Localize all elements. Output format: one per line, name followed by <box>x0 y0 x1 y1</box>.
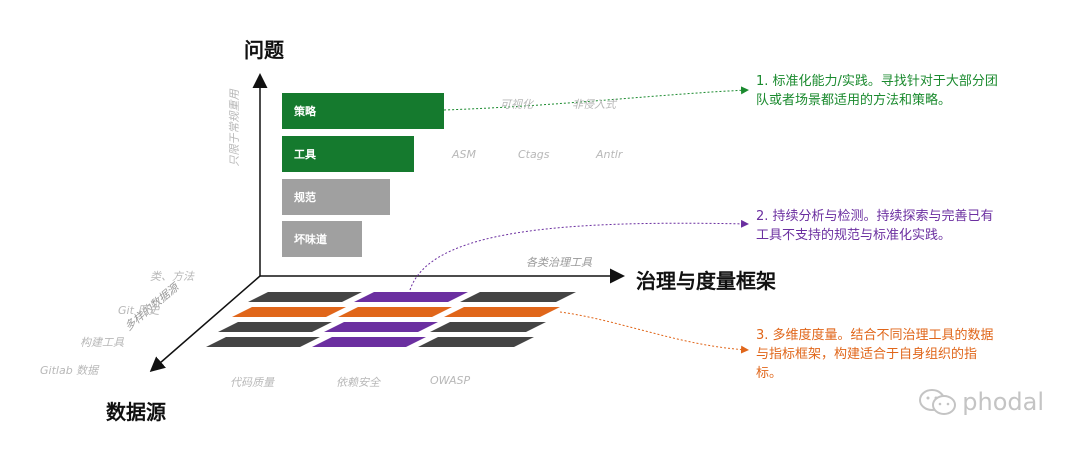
grid-cell <box>460 292 576 302</box>
connector-3 <box>559 311 749 354</box>
watermark-text: phodal <box>962 388 1044 416</box>
connector-1 <box>443 86 749 111</box>
tag-ctags: Ctags <box>518 148 550 161</box>
source-gitlab-data: Gitlab 数据 <box>40 364 99 377</box>
grid-cell <box>354 292 468 302</box>
grid-cell <box>206 337 320 347</box>
connector-2 <box>409 219 749 291</box>
wechat-icon <box>919 389 957 415</box>
label-code-quality: 代码质量 <box>230 376 274 389</box>
tag-non-invasive: 非侵入式 <box>572 98 616 111</box>
tag-antlr: Antlr <box>596 148 623 161</box>
grid-cell <box>248 292 362 302</box>
annotation-continuous-analysis: 2. 持续分析与检测。持续探索与完善已有工具不支持的规范与标准化实践。 <box>756 209 994 243</box>
source-classes-methods: 类、方法 <box>150 270 194 283</box>
tag-visualization: 可视化 <box>500 98 533 111</box>
annotation-multi-dimension: 3. 多维度度量。结合不同治理工具的数据与指标框架，构建适合于自身组织的指标。 <box>756 328 994 381</box>
y-axis-title: 问题 <box>244 38 284 62</box>
tag-asm: ASM <box>452 148 476 161</box>
grid-cell <box>324 322 438 332</box>
x-axis-note: 各类治理工具 <box>526 256 592 269</box>
source-build-tools: 构建工具 <box>80 336 124 349</box>
grid-cell <box>232 307 346 317</box>
bar-strategy: 策略 <box>282 93 444 129</box>
z-axis-title: 数据源 <box>106 400 166 424</box>
grid-cell <box>338 307 452 317</box>
grid-cell <box>430 322 546 332</box>
bar-tools: 工具 <box>282 136 414 172</box>
x-axis-title: 治理与度量框架 <box>636 269 776 293</box>
annotation-standardization: 1. 标准化能力/实践。寻找针对于大部分团队或者场景都适用的方法和策略。 <box>756 74 998 108</box>
z-axis-line <box>149 275 261 372</box>
grid-cell <box>418 337 534 347</box>
bar-code-smells: 坏味道 <box>282 221 362 257</box>
grid-cell <box>444 307 560 317</box>
label-owasp: OWASP <box>430 374 471 387</box>
y-side-note: 只限于常规重用 <box>228 89 241 167</box>
grid-cell <box>312 337 426 347</box>
grid-cell <box>218 322 332 332</box>
label-dependency-security: 依赖安全 <box>336 376 380 389</box>
source-git-history: Git 历史 <box>118 304 160 317</box>
watermark: phodal <box>918 388 1044 416</box>
bar-standards: 规范 <box>282 179 390 215</box>
